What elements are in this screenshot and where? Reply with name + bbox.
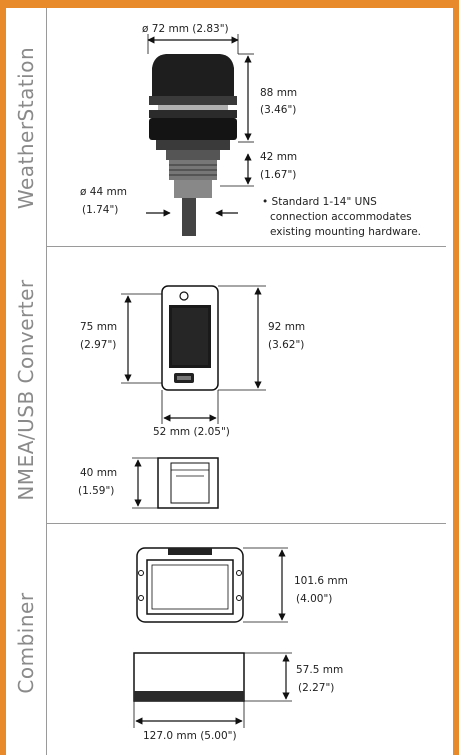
combiner-height-label: 101.6 mm bbox=[294, 575, 348, 587]
weather-diameter-top-label: ø 72 mm (2.83") bbox=[142, 23, 229, 35]
weather-note-line1: • Standard 1-14" UNS bbox=[262, 196, 377, 208]
dimension-drawings: ø 72 mm (2.83") 88 mm (3.46") 42 mm (1.6… bbox=[78, 23, 421, 742]
spec-sheet: WeatherStation NMEA/USB Converter Combin… bbox=[6, 8, 453, 755]
weather-height-main-label: 88 mm bbox=[260, 87, 297, 99]
weather-height-main-in-label: (3.46") bbox=[260, 104, 296, 116]
side-divider bbox=[46, 8, 47, 755]
combiner-height-in-label: (4.00") bbox=[296, 593, 332, 605]
weather-height-base-in-label: (1.67") bbox=[260, 169, 296, 181]
weather-note-line2: connection accommodates bbox=[270, 211, 412, 223]
weather-diameter-base-label: ø 44 mm bbox=[80, 186, 127, 198]
combiner-drawing: 101.6 mm (4.00") 57.5 mm (2.27") 127.0 m… bbox=[133, 547, 348, 742]
section-divider-2 bbox=[46, 523, 446, 524]
weather-note-line3: existing mounting hardware. bbox=[270, 226, 421, 238]
converter-outer-height-label: 92 mm bbox=[268, 321, 305, 333]
converter-depth-in-label: (1.59") bbox=[78, 485, 114, 497]
combiner-depth-in-label: (2.27") bbox=[298, 682, 334, 694]
converter-inner-height-in-label: (2.97") bbox=[80, 339, 116, 351]
converter-width-label: 52 mm (2.05") bbox=[153, 426, 230, 438]
converter-depth-label: 40 mm bbox=[80, 467, 117, 479]
combiner-depth-label: 57.5 mm bbox=[296, 664, 343, 676]
converter-inner-height-label: 75 mm bbox=[80, 321, 117, 333]
weather-height-base-label: 42 mm bbox=[260, 151, 297, 163]
converter-drawing: 75 mm (2.97") 92 mm (3.62") 52 mm (2.05"… bbox=[78, 285, 305, 509]
section-divider-1 bbox=[46, 246, 446, 247]
weather-station-drawing: ø 72 mm (2.83") 88 mm (3.46") 42 mm (1.6… bbox=[80, 23, 421, 238]
weather-diameter-base-in-label: (1.74") bbox=[82, 204, 118, 216]
converter-outer-height-in-label: (3.62") bbox=[268, 339, 304, 351]
combiner-width-label: 127.0 mm (5.00") bbox=[143, 730, 237, 742]
